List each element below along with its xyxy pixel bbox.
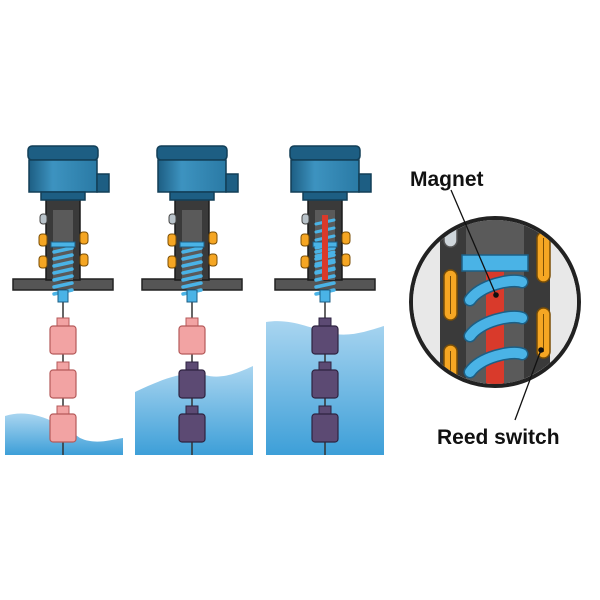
stem-connector	[57, 289, 69, 303]
magnified-detail-callout: Magnet Reed switch	[409, 168, 581, 449]
float-icon	[178, 405, 206, 443]
stem-connector	[186, 289, 198, 303]
switch-unit-low-level	[5, 145, 123, 455]
stem-connector	[319, 289, 331, 303]
switch-housing	[289, 145, 372, 201]
float-icon	[311, 361, 339, 399]
reed-switch-icon	[38, 213, 89, 269]
switch-unit-high-level	[266, 145, 384, 455]
reed-switch-label: Reed switch	[437, 426, 560, 449]
spring-icon	[179, 241, 205, 296]
float-icon	[178, 361, 206, 399]
float-icon	[311, 405, 339, 443]
float-icon	[311, 317, 339, 355]
magnet-label: Magnet	[410, 168, 484, 191]
magnet-rod	[322, 215, 328, 280]
reed-switch-leader-line	[514, 349, 542, 421]
switch-unit-mid-level	[135, 145, 253, 455]
reed-switch-icon	[167, 213, 218, 269]
magnet-leader-line	[450, 189, 497, 296]
switch-housing	[156, 145, 239, 201]
spring-icon	[463, 274, 529, 379]
switch-housing	[27, 145, 110, 201]
float-icon	[178, 317, 206, 355]
float-icon	[49, 405, 77, 443]
float-icon	[49, 361, 77, 399]
reed-switch-icon	[300, 213, 351, 269]
float-icon	[49, 317, 77, 355]
